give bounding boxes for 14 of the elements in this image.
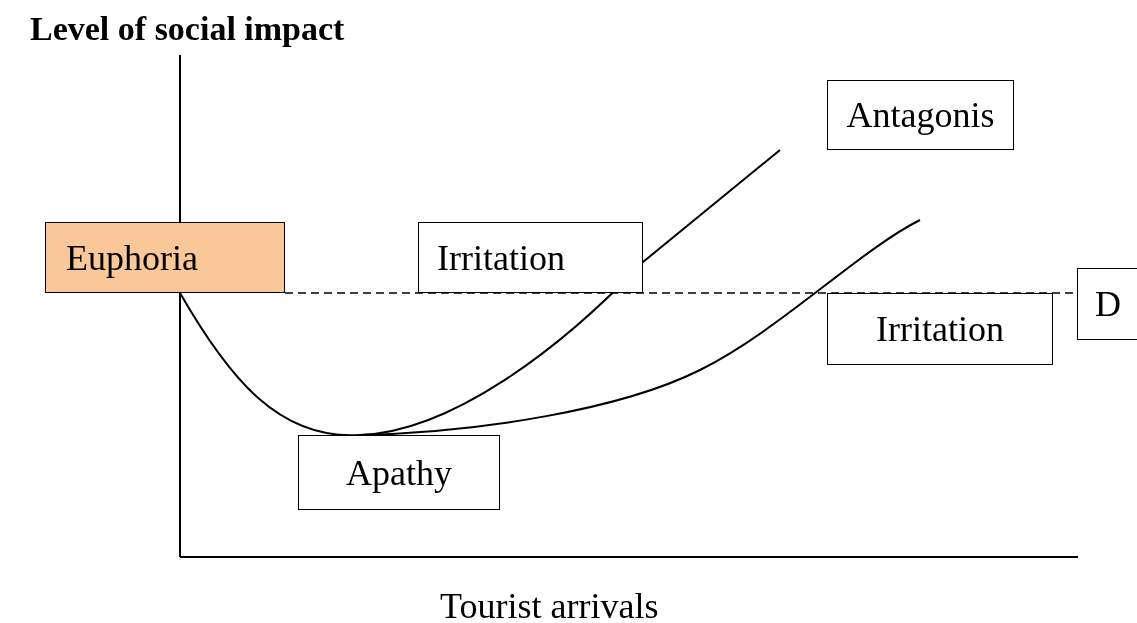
stage-box [45, 222, 285, 293]
stage-box [418, 222, 643, 293]
stage-label: Irritation [437, 236, 565, 279]
stage-box [298, 435, 500, 510]
stage-label: Euphoria [66, 236, 198, 279]
stage-box [827, 293, 1053, 365]
stage-label: Irritation [876, 308, 1004, 350]
stage-box [827, 80, 1014, 150]
y-axis-title: Level of social impact [30, 10, 345, 48]
stage-label: Antagonis [846, 94, 995, 136]
x-axis-title: Tourist arrivals [440, 585, 659, 623]
stage-box [1077, 268, 1137, 340]
stage-label: D [1095, 283, 1121, 325]
stage-label: Apathy [346, 451, 452, 494]
